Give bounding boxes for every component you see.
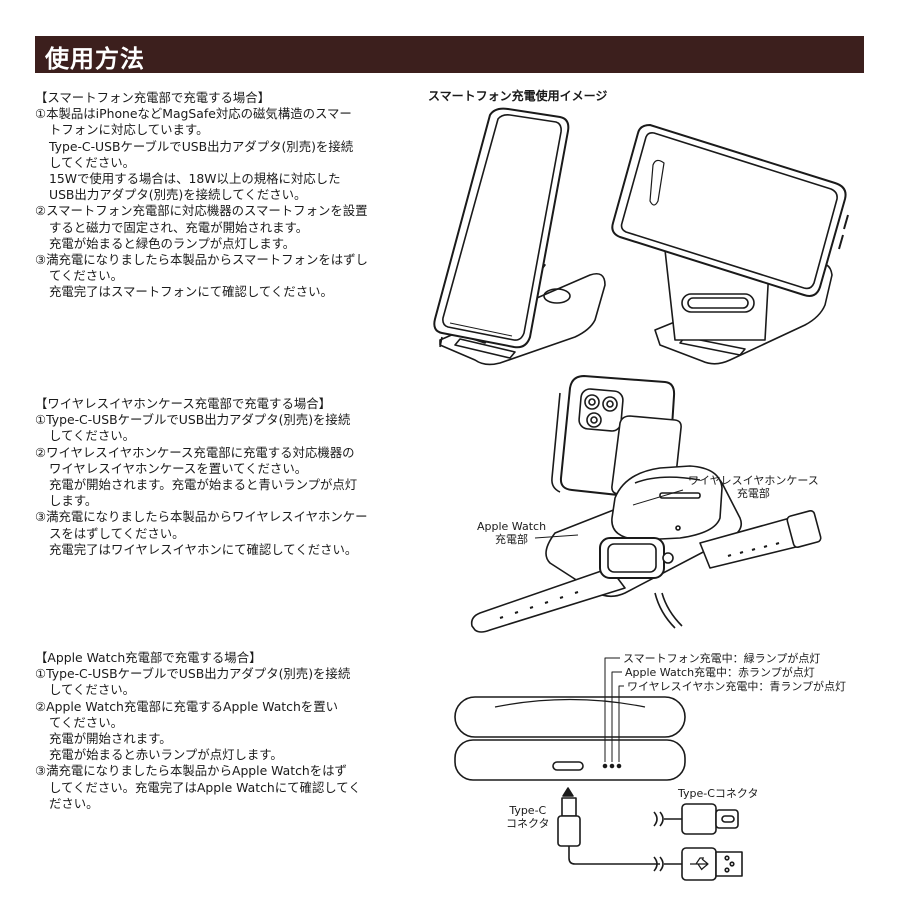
typec-left-label: Type-C コネクタ xyxy=(506,804,550,830)
text-line: 充電完了はスマートフォンにて確認してください。 xyxy=(49,284,333,300)
text-line: してください。充電完了はApple Watchにて確認してく xyxy=(49,779,361,795)
text-line: てください。 xyxy=(49,714,123,730)
text-line: 充電が始まると赤いランプが点灯します。 xyxy=(49,747,283,763)
text-line: 15Wで使用する場合は、18W以上の規格に対応した xyxy=(49,171,341,187)
text-line: します。 xyxy=(49,493,98,509)
text-line: スをはずしてください。 xyxy=(49,525,185,541)
text-line: トフォンに対応しています。 xyxy=(49,122,209,138)
watch-label: Apple Watch 充電部 xyxy=(477,520,547,546)
text-line: USB出力アダプタ(別売)を接続してください。 xyxy=(49,187,307,203)
text-line: Type-C-USBケーブルでUSB出力アダプタ(別売)を接続 xyxy=(49,138,354,154)
section-earphone: 【ワイヤレスイヤホンケース充電部で充電する場合】 ①Type-C-USBケーブル… xyxy=(35,396,405,558)
text-line: ②Apple Watch充電部に充電するApple Watchを置い xyxy=(35,698,338,714)
section-heading: 【Apple Watch充電部で充電する場合】 xyxy=(35,650,262,665)
text-line: 充電が開始されます。 xyxy=(49,731,172,747)
text-line: 充電が始まると緑色のランプが点灯します。 xyxy=(49,235,296,251)
text-line: ださい。 xyxy=(49,795,99,811)
typec-connector-label: Type-Cコネクタ xyxy=(678,787,759,800)
text-line: ①Type-C-USBケーブルでUSB出力アダプタ(別売)を接続 xyxy=(35,666,351,682)
section-heading: 【ワイヤレスイヤホンケース充電部で充電する場合】 xyxy=(35,396,332,411)
section-heading: 【スマートフォン充電部で充電する場合】 xyxy=(35,90,271,105)
text-line: ③満充電になりましたら本製品からApple Watchをはず xyxy=(35,763,347,779)
text-line: ②スマートフォン充電部に対応機器のスマートフォンを設置 xyxy=(35,203,368,219)
text-line: てください。 xyxy=(49,268,123,284)
text-line: してください。 xyxy=(49,154,135,170)
phone-image-title: スマートフォン充電使用イメージ xyxy=(428,89,608,103)
text-line: ワイヤレスイヤホンケースを置いてください。 xyxy=(49,460,308,476)
text-line: ①本製品はiPhoneなどMagSafe対応の磁気構造のスマー xyxy=(35,106,352,122)
lamp-label-earphone: ワイヤレスイヤホン充電中：青ランプが点灯 xyxy=(627,680,847,693)
text-line: すると磁力で固定され、充電が開始されます。 xyxy=(49,219,309,235)
text-line: ②ワイヤレスイヤホンケース充電部に充電する対応機器の xyxy=(35,444,355,460)
text-line: ③満充電になりましたら本製品からワイヤレスイヤホンケー xyxy=(35,509,368,525)
lamp-label-watch: Apple Watch充電中：赤ランプが点灯 xyxy=(625,666,815,679)
page-title: 使用方法 xyxy=(45,45,145,73)
title-bar: 使用方法 xyxy=(35,36,864,73)
three-in-one-illustration xyxy=(470,375,822,633)
text-line: 充電が開始されます。充電が始まると青いランプが点灯 xyxy=(49,477,358,493)
smartphone-stand-illustration xyxy=(433,107,849,366)
text-line: ③満充電になりましたら本製品からスマートフォンをはずし xyxy=(35,252,368,268)
text-line: してください。 xyxy=(49,682,135,698)
lamp-label-smartphone: スマートフォン充電中：緑ランプが点灯 xyxy=(623,652,821,665)
text-line: してください。 xyxy=(49,428,135,444)
lamp-diagram xyxy=(454,657,743,881)
text-line: ①Type-C-USBケーブルでUSB出力アダプタ(別売)を接続 xyxy=(35,412,351,428)
section-smartphone: 【スマートフォン充電部で充電する場合】 ①本製品はiPhoneなどMagSafe… xyxy=(35,90,405,301)
text-line: 充電完了はワイヤレスイヤホンにて確認してください。 xyxy=(49,541,358,557)
earphone-label: ワイヤレスイヤホンケース 充電部 xyxy=(688,474,819,500)
callout-lines xyxy=(534,489,684,539)
section-apple-watch: 【Apple Watch充電部で充電する場合】 ①Type-C-USBケーブルで… xyxy=(35,650,405,812)
